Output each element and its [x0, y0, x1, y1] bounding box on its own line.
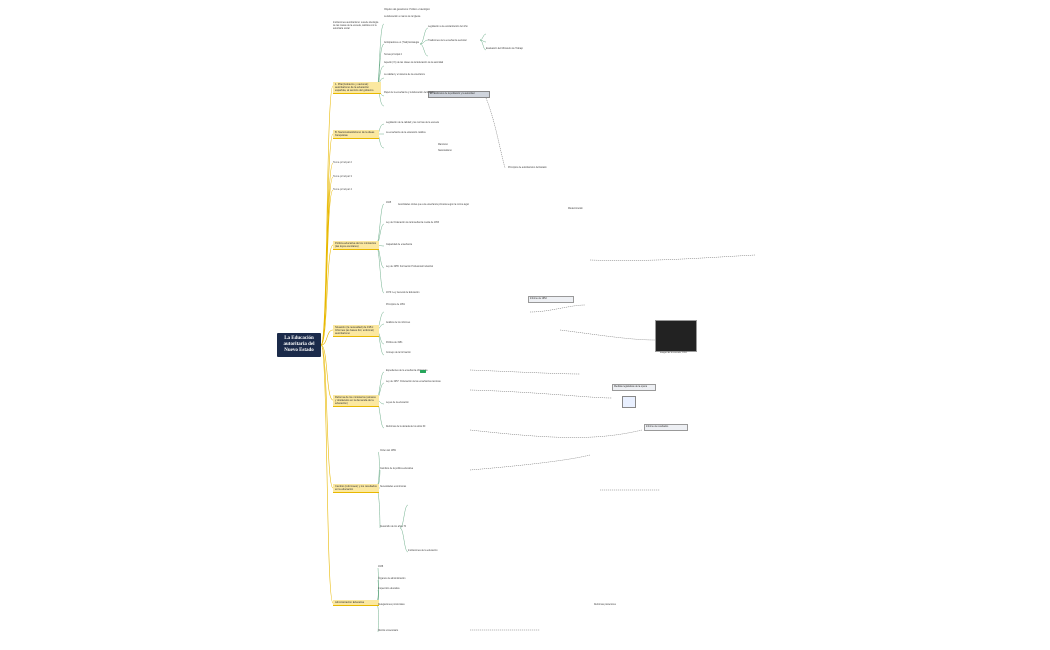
- branch-label: Tema principal 2: [333, 161, 352, 164]
- branch-label: Reforma de los ministerios (atrasos y ob…: [335, 396, 376, 405]
- leaf-node[interactable]: Anticipadores en (Trad) Estrategia: [384, 42, 419, 44]
- leaf-node[interactable]: Modernización: [568, 208, 583, 210]
- leaf-node[interactable]: 1938: [378, 566, 384, 568]
- leaf-node[interactable]: Política de 1951: [386, 342, 403, 344]
- leaf-node[interactable]: Necesidades económicas: [380, 486, 407, 488]
- branch-node[interactable]: Tema principal 2: [333, 161, 352, 164]
- leaf-node[interactable]: Ley de 1955: Formación Profesional Indus…: [386, 266, 433, 268]
- highlight-node[interactable]: El catolicismo de la población y la auto…: [428, 91, 490, 98]
- leaf-node[interactable]: Autoridades civiles que a la enseñanza p…: [398, 204, 469, 206]
- leaf-node[interactable]: Delegaciones provinciales: [378, 604, 405, 606]
- leaf-node[interactable]: Expedientes de la enseñanza obligatoria: [386, 370, 428, 372]
- leaf-node[interactable]: Tradiciones de la enseñanza sectorial: [428, 40, 467, 42]
- leaf-node[interactable]: 1970: Ley General de Educación: [386, 292, 420, 294]
- leaf-node[interactable]: Aquello (Yo) de las clases de la Educaci…: [384, 62, 444, 64]
- branch-label: 1. Pilar(Gobierno y nacional): autoritar…: [335, 83, 374, 92]
- branch-label: Cambio (reformaes) y los resultados en l…: [335, 485, 377, 491]
- branch-label: Tema principal 4: [333, 188, 352, 191]
- leaf-node[interactable]: Capacidad de enseñanza: [386, 244, 413, 246]
- leaf-node[interactable]: Instituciones autoritarismo: sucede ideo…: [333, 22, 379, 30]
- leaf-node[interactable]: Principios de autoritarismo del Estado: [508, 167, 547, 169]
- leaf-node[interactable]: Reformas posteriores: [594, 604, 616, 606]
- branch-node[interactable]: Tema principal 3: [333, 175, 352, 178]
- branch-node[interactable]: Cambio (reformaes) y los resultados en l…: [333, 484, 379, 493]
- branch-label: Política educativa de los ministerios (l…: [335, 242, 377, 248]
- leaf-node[interactable]: Órganos de administración: [378, 578, 406, 580]
- root-title: La Educación autoritaria del Nuevo Estad…: [283, 336, 315, 353]
- branch-label: Tema principal 3: [333, 175, 352, 178]
- root-node[interactable]: La Educación autoritaria del Nuevo Estad…: [277, 333, 321, 357]
- leaf-node[interactable]: Desarrollo de los años 70: [380, 526, 407, 528]
- leaf-node[interactable]: Nacionalismo: [438, 150, 452, 152]
- branch-node[interactable]: Reforma de los ministerios (atrasos y ob…: [333, 395, 379, 407]
- callout-box[interactable]: Informe de 1952: [528, 296, 574, 303]
- emblem-icon: [622, 396, 636, 408]
- leaf-node[interactable]: Principios de 1951: [386, 304, 405, 306]
- branch-node[interactable]: Tema principal 4: [333, 188, 352, 191]
- callout-box[interactable]: Medidas legislativas de la época: [612, 384, 656, 391]
- historical-photo-image: [655, 320, 697, 352]
- leaf-node[interactable]: Instituciones de la educación: [408, 550, 438, 552]
- leaf-node[interactable]: Marxismo: [438, 144, 448, 146]
- leaf-node[interactable]: Consejo de la formación: [386, 352, 411, 354]
- leaf-node[interactable]: Inspección educativa: [378, 588, 400, 590]
- status-badge-icon: [420, 370, 426, 373]
- branch-node[interactable]: Situación (la necesidad) de 1951: Inform…: [333, 325, 379, 337]
- leaf-node[interactable]: Distrito universitario: [378, 630, 399, 632]
- leaf-node[interactable]: Ley de Ordenación de la Enseñanza media …: [386, 222, 439, 224]
- branch-label: Administración Educativa: [335, 601, 365, 604]
- branch-label: Situación (la necesidad) de 1951: Inform…: [335, 326, 374, 335]
- leaf-node[interactable]: 1945: [386, 202, 392, 204]
- leaf-node[interactable]: Evaluación del Ministerio de Trabajo: [486, 48, 523, 50]
- leaf-node[interactable]: Temas principal 2: [384, 54, 402, 56]
- leaf-node[interactable]: La calidad y el sistema de la enseñanza: [384, 74, 425, 76]
- branch-node[interactable]: 1. Pilar(Gobierno y nacional): autoritar…: [333, 82, 381, 94]
- leaf-node[interactable]: Legislación a la escolarización del niño: [428, 26, 468, 28]
- leaf-node[interactable]: Leyes de la educación: [386, 402, 409, 404]
- leaf-node[interactable]: Papel de la enseñanza y la Educación del…: [384, 92, 435, 94]
- leaf-node[interactable]: Ley de 1957: Ordenación de las enseñanza…: [386, 381, 441, 383]
- branch-label: B. Nacionalcatolicismo de la ideas franq…: [335, 131, 375, 137]
- leaf-node[interactable]: Objetivo del garantismo: Político e Ideo…: [384, 9, 430, 11]
- leaf-node[interactable]: La Educación a manos de la Iglesia: [384, 16, 421, 18]
- leaf-node[interactable]: Cambios de la política educativa: [380, 468, 414, 470]
- branch-node[interactable]: B. Nacionalcatolicismo de la ideas franq…: [333, 130, 379, 139]
- leaf-node[interactable]: Orden del 1959: [380, 450, 396, 452]
- leaf-node[interactable]: Reformas de la década de los años 60: [386, 426, 426, 428]
- branch-node[interactable]: Política educativa de los ministerios (l…: [333, 241, 379, 250]
- photo-caption: Imagen de la escuela, 1951: [660, 352, 687, 354]
- branch-node[interactable]: Administración Educativa: [333, 600, 379, 606]
- leaf-node[interactable]: La enseñanza de la educación católica: [386, 132, 426, 134]
- leaf-node[interactable]: Análisis de los informes: [386, 322, 411, 324]
- callout-box[interactable]: Informe de resultados: [644, 424, 688, 431]
- leaf-node[interactable]: Legislación de la calidad y las normas d…: [386, 122, 439, 124]
